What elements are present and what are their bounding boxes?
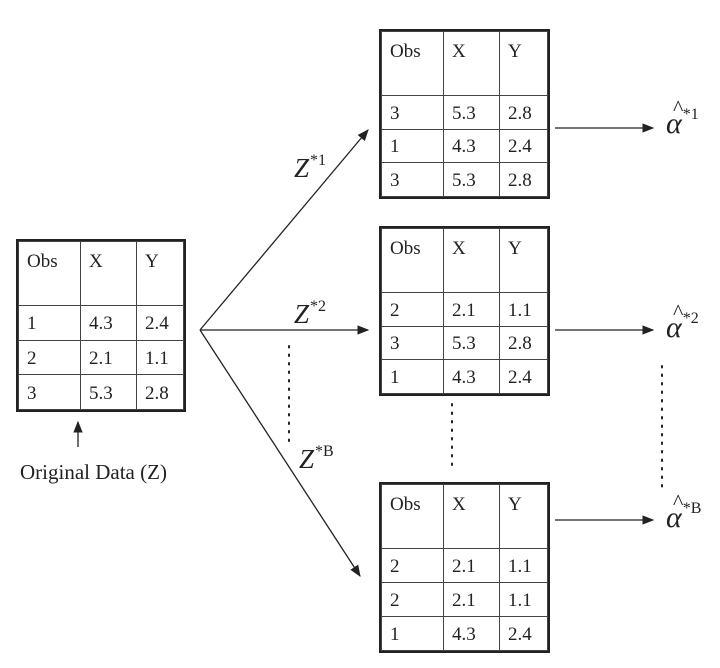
header-x: X	[443, 31, 500, 96]
cell-obs: 2	[381, 292, 444, 327]
hat-accent: ^	[673, 489, 684, 514]
cell-y: 2.8	[499, 162, 548, 197]
header-y: Y	[499, 31, 548, 96]
estimate-sup: *B	[682, 500, 702, 517]
header-y: Y	[499, 228, 548, 293]
cell-x: 4.3	[443, 128, 500, 164]
header-x: X	[80, 241, 137, 306]
branch-label-sup: *2	[310, 298, 327, 315]
original-data-caption: Original Data (Z)	[20, 460, 167, 484]
header-obs: Obs	[18, 241, 81, 306]
cell-obs: 3	[381, 162, 444, 197]
cell-y: 1.1	[136, 339, 184, 376]
arrow-to-sample-B	[199, 329, 361, 577]
cell-y: 2.4	[136, 305, 184, 341]
cell-obs: 1	[381, 616, 444, 651]
hat-accent: ^	[673, 299, 684, 324]
estimate-sup: *1	[682, 106, 699, 123]
cell-obs: 2	[381, 548, 444, 583]
branch-label-sup: *1	[310, 152, 327, 169]
cell-obs: 3	[381, 325, 444, 361]
cell-y: 1.1	[499, 292, 548, 327]
branch-label-main: Z	[299, 444, 315, 474]
estimate-symbol: α	[666, 501, 682, 534]
bootstrap-sample-B-table: Obs X Y 2 2.1 1.1 2 2.1 1.1 1 4.3 2.4	[379, 482, 550, 653]
cell-obs: 1	[381, 359, 444, 394]
branch-label-main: Z	[294, 153, 310, 183]
cell-x: 5.3	[443, 162, 500, 197]
cell-y: 2.4	[499, 616, 548, 651]
header-obs: Obs	[381, 228, 444, 293]
cell-x: 5.3	[443, 95, 500, 130]
estimate-sup: *2	[682, 310, 699, 327]
cell-obs: 3	[381, 95, 444, 130]
cell-obs: 3	[18, 374, 81, 410]
cell-x: 4.3	[80, 305, 137, 341]
cell-y: 2.8	[499, 325, 548, 361]
cell-y: 2.4	[499, 128, 548, 164]
estimate-symbol: α	[666, 311, 682, 344]
cell-obs: 2	[381, 582, 444, 617]
cell-x: 5.3	[80, 374, 137, 410]
hat-accent: ^	[673, 95, 684, 120]
cell-x: 2.1	[443, 582, 500, 617]
original-data-table: Obs X Y 1 4.3 2.4 2 2.1 1.1 3 5.3 2.8	[16, 239, 186, 412]
bootstrap-sample-1-table: Obs X Y 3 5.3 2.8 1 4.3 2.4 3 5.3 2.8	[379, 29, 550, 199]
header-obs: Obs	[381, 31, 444, 96]
cell-y: 2.4	[499, 359, 548, 394]
cell-obs: 2	[18, 339, 81, 376]
cell-y: 2.8	[136, 374, 184, 410]
bootstrap-sample-2-table: Obs X Y 2 2.1 1.1 3 5.3 2.8 1 4.3 2.4	[379, 226, 550, 396]
estimate-label-2: ^α*2	[666, 299, 699, 345]
cell-x: 4.3	[443, 616, 500, 651]
arrow-to-sample-1	[199, 129, 369, 331]
cell-x: 2.1	[443, 548, 500, 583]
header-y: Y	[136, 241, 184, 306]
cell-x: 4.3	[443, 359, 500, 394]
cell-obs: 1	[381, 128, 444, 164]
cell-x: 2.1	[80, 339, 137, 376]
estimate-symbol: α	[666, 107, 682, 140]
header-obs: Obs	[381, 484, 444, 549]
cell-obs: 1	[18, 305, 81, 341]
branch-label-sup: *B	[315, 443, 334, 460]
header-x: X	[443, 228, 500, 293]
estimate-label-1: ^α*1	[666, 95, 699, 141]
cell-y: 2.8	[499, 95, 548, 130]
branch-label-B: Z*B	[299, 443, 334, 475]
cell-x: 5.3	[443, 325, 500, 361]
branch-label-2: Z*2	[294, 298, 326, 330]
header-x: X	[443, 484, 500, 549]
header-y: Y	[499, 484, 548, 549]
branch-label-1: Z*1	[294, 152, 326, 184]
cell-y: 1.1	[499, 548, 548, 583]
cell-x: 2.1	[443, 292, 500, 327]
estimate-label-B: ^α*B	[666, 489, 702, 535]
cell-y: 1.1	[499, 582, 548, 617]
branch-label-main: Z	[294, 299, 310, 329]
